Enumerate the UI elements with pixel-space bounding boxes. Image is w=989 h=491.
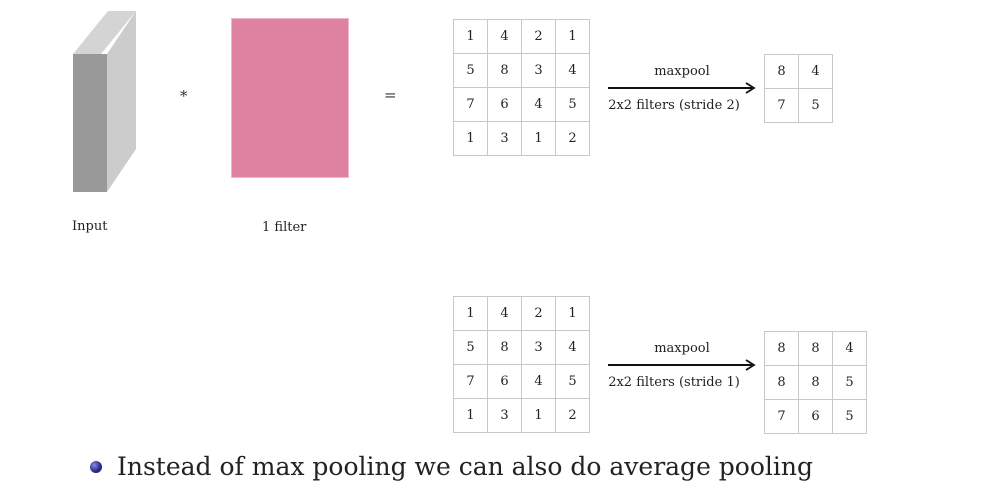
equals-symbol: = <box>384 86 397 104</box>
grid-cell: 5 <box>832 365 867 400</box>
grid-cell: 8 <box>487 330 522 365</box>
grid-cell: 5 <box>832 399 867 434</box>
multiply-symbol: * <box>180 87 188 105</box>
filter-block <box>231 18 349 178</box>
input-volume-side <box>107 11 136 192</box>
grid-cell: 3 <box>521 53 556 88</box>
grid-cell: 2 <box>555 121 590 156</box>
bullet-text: Instead of max pooling we can also do av… <box>117 452 814 481</box>
bottom-feature-map: 1 4 2 1 5 8 3 4 7 6 4 5 1 3 1 2 <box>453 296 590 433</box>
grid-cell: 8 <box>487 53 522 88</box>
grid-cell: 5 <box>555 364 590 399</box>
table-row: 7 6 4 5 <box>453 87 590 122</box>
grid-cell: 6 <box>487 87 522 122</box>
table-row: 8 8 4 <box>764 331 867 366</box>
bottom-maxpool-arrow <box>608 359 756 371</box>
grid-cell: 4 <box>487 296 522 331</box>
table-row: 1 4 2 1 <box>453 19 590 54</box>
grid-cell: 1 <box>521 121 556 156</box>
table-row: 5 8 3 4 <box>453 330 590 365</box>
grid-cell: 7 <box>764 88 799 123</box>
input-volume-front <box>73 54 107 192</box>
input-volume-top <box>73 11 136 54</box>
grid-cell: 4 <box>832 331 867 366</box>
grid-cell: 1 <box>521 398 556 433</box>
grid-cell: 8 <box>764 54 799 89</box>
grid-cell: 4 <box>487 19 522 54</box>
bottom-arrow-top-label: maxpool <box>654 341 710 356</box>
grid-cell: 1 <box>453 398 488 433</box>
grid-cell: 7 <box>764 399 799 434</box>
grid-cell: 2 <box>521 296 556 331</box>
grid-cell: 8 <box>798 365 833 400</box>
table-row: 5 8 3 4 <box>453 53 590 88</box>
table-row: 1 3 1 2 <box>453 398 590 433</box>
grid-cell: 4 <box>798 54 833 89</box>
grid-cell: 5 <box>453 53 488 88</box>
table-row: 1 3 1 2 <box>453 121 590 156</box>
grid-cell: 8 <box>798 331 833 366</box>
grid-cell: 7 <box>453 364 488 399</box>
grid-cell: 4 <box>555 53 590 88</box>
grid-cell: 7 <box>453 87 488 122</box>
grid-cell: 5 <box>453 330 488 365</box>
table-row: 7 6 5 <box>764 399 867 434</box>
bullet-icon <box>90 461 102 473</box>
grid-cell: 2 <box>555 398 590 433</box>
top-maxpool-arrow <box>608 82 756 94</box>
table-row: 7 5 <box>764 88 833 123</box>
grid-cell: 5 <box>798 88 833 123</box>
grid-cell: 4 <box>521 87 556 122</box>
top-output-map: 8 4 7 5 <box>764 54 833 123</box>
table-row: 7 6 4 5 <box>453 364 590 399</box>
top-arrow-top-label: maxpool <box>654 64 710 79</box>
grid-cell: 1 <box>555 19 590 54</box>
grid-cell: 6 <box>487 364 522 399</box>
grid-cell: 3 <box>521 330 556 365</box>
top-arrow-bottom-label: 2x2 filters (stride 2) <box>608 98 740 113</box>
grid-cell: 3 <box>487 398 522 433</box>
grid-cell: 8 <box>764 331 799 366</box>
input-label: Input <box>72 219 108 234</box>
grid-cell: 4 <box>555 330 590 365</box>
bottom-output-map: 8 8 4 8 8 5 7 6 5 <box>764 331 867 434</box>
grid-cell: 1 <box>453 121 488 156</box>
table-row: 8 4 <box>764 54 833 89</box>
grid-cell: 2 <box>521 19 556 54</box>
filter-label: 1 filter <box>262 220 307 235</box>
grid-cell: 3 <box>487 121 522 156</box>
top-feature-map: 1 4 2 1 5 8 3 4 7 6 4 5 1 3 1 2 <box>453 19 590 156</box>
grid-cell: 6 <box>798 399 833 434</box>
grid-cell: 8 <box>764 365 799 400</box>
grid-cell: 1 <box>555 296 590 331</box>
input-volume <box>73 11 136 192</box>
table-row: 8 8 5 <box>764 365 867 400</box>
table-row: 1 4 2 1 <box>453 296 590 331</box>
grid-cell: 1 <box>453 296 488 331</box>
bottom-arrow-bottom-label: 2x2 filters (stride 1) <box>608 375 740 390</box>
grid-cell: 1 <box>453 19 488 54</box>
grid-cell: 4 <box>521 364 556 399</box>
grid-cell: 5 <box>555 87 590 122</box>
